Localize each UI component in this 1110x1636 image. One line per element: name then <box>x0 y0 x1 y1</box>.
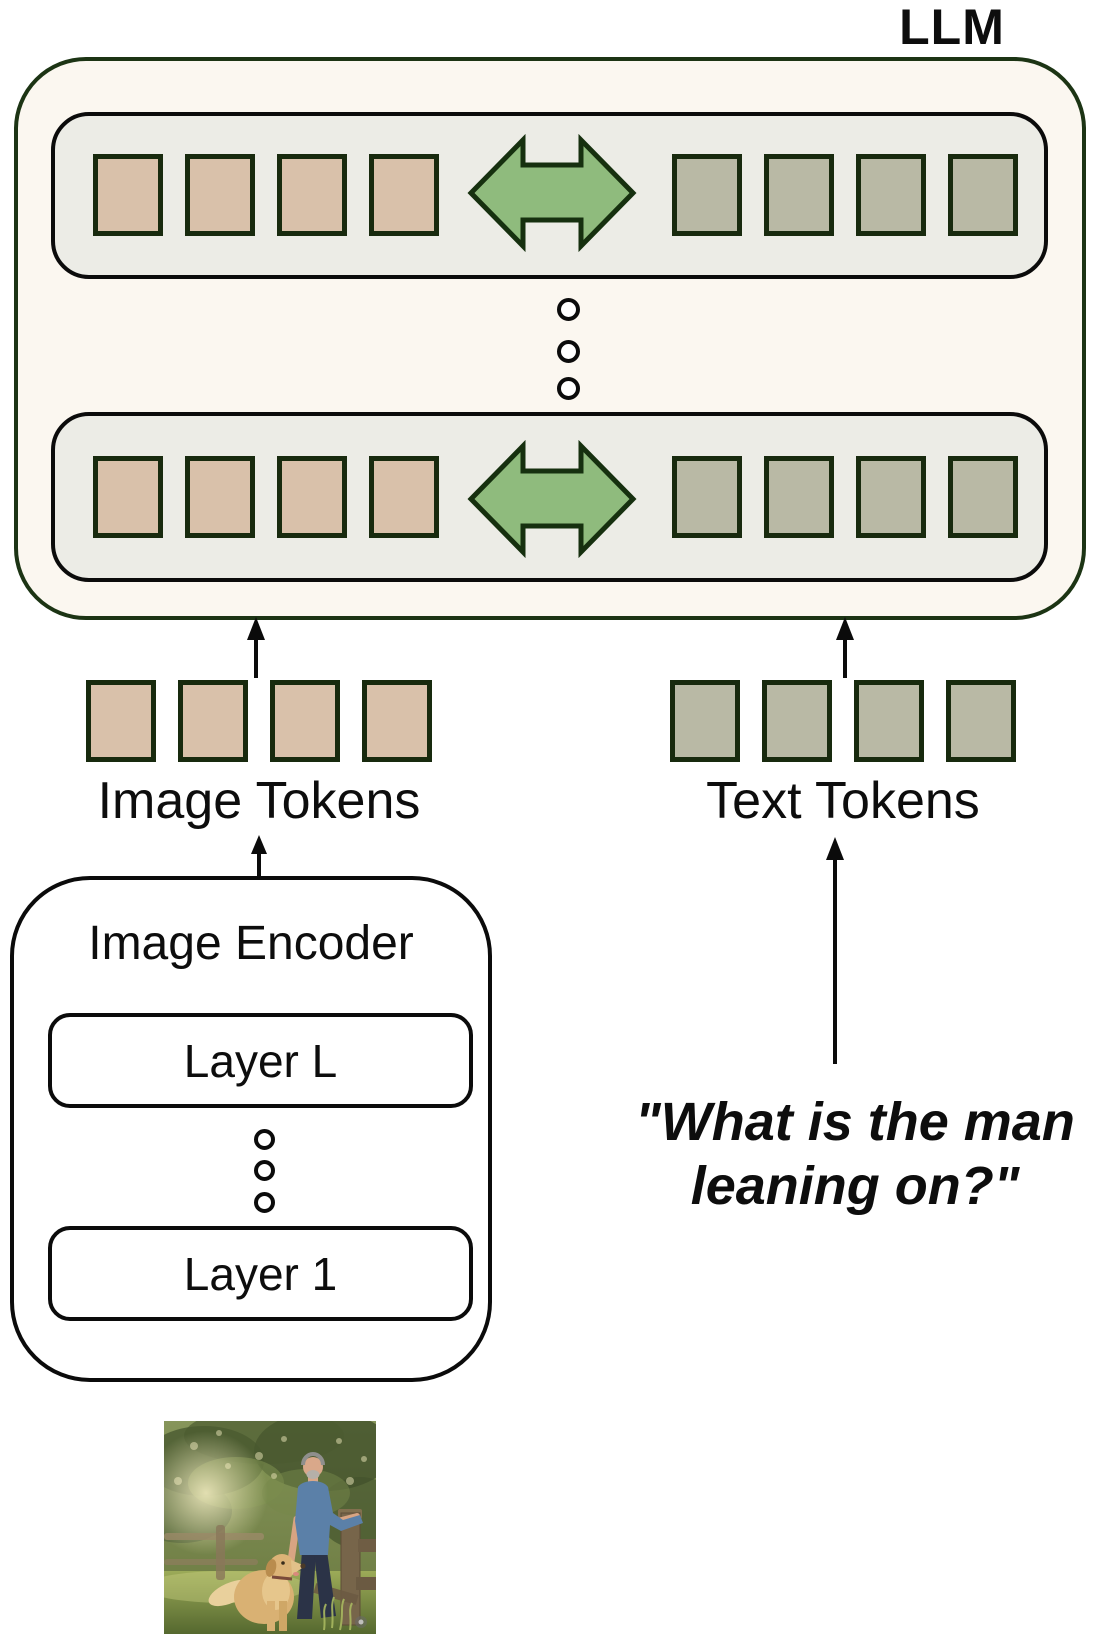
image-token <box>86 680 156 762</box>
text-token <box>764 154 834 236</box>
image-encoder-box: Image Encoder Layer L Layer 1 <box>10 876 492 1382</box>
input-photo-man-dog-fence <box>164 1421 376 1634</box>
image-token <box>185 154 255 236</box>
text-token <box>948 456 1018 538</box>
encoder-layer-1: Layer 1 <box>48 1226 473 1321</box>
text-token-group <box>672 154 1018 236</box>
text-tokens-to-llm-arrow-icon <box>836 617 854 678</box>
question-to-text-tokens-arrow-icon <box>826 837 844 1064</box>
ellipsis-dot <box>254 1129 275 1150</box>
image-token <box>185 456 255 538</box>
text-token <box>854 680 924 762</box>
image-token <box>362 680 432 762</box>
text-token-group <box>672 456 1018 538</box>
ellipsis-dot <box>557 377 580 400</box>
ellipsis-dot <box>557 340 580 363</box>
text-token <box>672 154 742 236</box>
image-tokens-row <box>86 680 432 762</box>
text-token <box>762 680 832 762</box>
ellipsis-dot <box>254 1192 275 1213</box>
text-token <box>856 154 926 236</box>
encoder-to-image-tokens-arrow-icon <box>251 835 267 877</box>
text-token <box>764 456 834 538</box>
text-tokens-label: Text Tokens <box>706 772 980 830</box>
bidirectional-attention-arrow-icon <box>467 134 637 252</box>
llm-layer-row-bottom <box>51 412 1048 582</box>
text-token <box>670 680 740 762</box>
text-tokens-row <box>670 680 1016 762</box>
image-token <box>178 680 248 762</box>
image-token <box>277 154 347 236</box>
encoder-layer-l: Layer L <box>48 1013 473 1108</box>
image-token-group <box>93 456 439 538</box>
image-token <box>369 456 439 538</box>
text-token <box>948 154 1018 236</box>
image-tokens-label: Image Tokens <box>97 772 421 830</box>
image-token <box>270 680 340 762</box>
llm-title: LLM <box>899 0 1005 55</box>
image-encoder-title: Image Encoder <box>88 917 414 970</box>
image-token <box>93 456 163 538</box>
question-text: "What is the man leaning on?" <box>605 1090 1105 1218</box>
image-token <box>369 154 439 236</box>
ellipsis-dot <box>557 298 580 321</box>
text-token <box>946 680 1016 762</box>
image-token-group <box>93 154 439 236</box>
question-line-1: "What is the man <box>635 1092 1075 1152</box>
text-token <box>672 456 742 538</box>
llm-box <box>14 57 1086 620</box>
text-token <box>856 456 926 538</box>
bidirectional-attention-arrow-icon <box>467 440 637 558</box>
image-token <box>93 154 163 236</box>
llm-layer-row-top <box>51 112 1048 279</box>
image-token <box>277 456 347 538</box>
ellipsis-dot <box>254 1160 275 1181</box>
question-line-2: leaning on?" <box>690 1156 1020 1216</box>
image-tokens-to-llm-arrow-icon <box>247 617 265 678</box>
